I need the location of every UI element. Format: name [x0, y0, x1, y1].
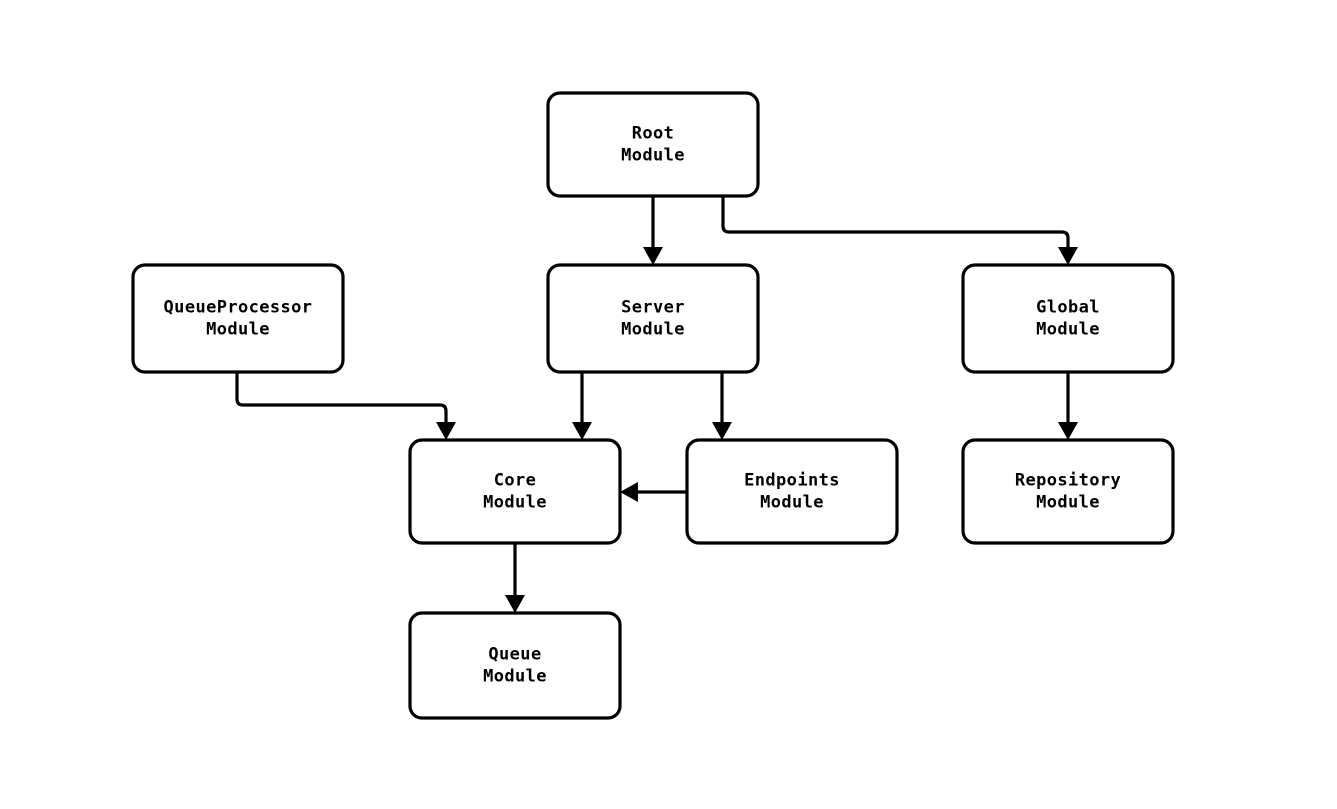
- edges-layer: [235, 196, 1078, 613]
- edge-root-to-server: [643, 196, 663, 265]
- arrowhead-icon: [620, 482, 638, 502]
- node-box[interactable]: [408, 438, 622, 545]
- node-label-line1: Queue: [488, 645, 541, 665]
- nodes-layer: RootModuleQueueProcessorModuleServerModu…: [131, 91, 1175, 720]
- arrowhead-icon: [436, 422, 456, 440]
- arrowhead-icon: [572, 422, 592, 440]
- edge-endpoints-to-core: [620, 482, 687, 502]
- node-label-line1: Core: [494, 471, 537, 491]
- node-box[interactable]: [685, 438, 899, 545]
- node-box[interactable]: [961, 263, 1175, 374]
- arrowhead-icon: [1058, 422, 1078, 440]
- node-label-line1: Endpoints: [744, 471, 840, 491]
- node-label-line2: Module: [483, 493, 547, 513]
- node-label-line1: QueueProcessor: [164, 298, 313, 318]
- edge-core-to-queue: [505, 543, 525, 613]
- node-label-line1: Repository: [1015, 471, 1121, 491]
- edge-line: [721, 196, 1070, 256]
- node-label-line2: Module: [1036, 320, 1100, 340]
- node-label-line2: Module: [1036, 493, 1100, 513]
- node-label-line1: Server: [621, 298, 685, 318]
- node-box[interactable]: [131, 263, 345, 374]
- node-label-line2: Module: [760, 493, 824, 513]
- edge-global-to-repository: [1058, 372, 1078, 440]
- node-box[interactable]: [546, 91, 760, 198]
- node-label-line1: Global: [1036, 298, 1100, 318]
- node-label-line2: Module: [621, 146, 685, 166]
- edge-line: [235, 372, 448, 431]
- arrowhead-icon: [1058, 247, 1078, 265]
- arrowhead-icon: [643, 247, 663, 265]
- node-label-line2: Module: [621, 320, 685, 340]
- node-box[interactable]: [546, 263, 760, 374]
- edge-queueprocessor-to-core: [235, 372, 456, 440]
- edge-server-to-core: [572, 372, 592, 440]
- arrowhead-icon: [712, 422, 732, 440]
- node-label-line2: Module: [206, 320, 270, 340]
- node-label-line2: Module: [483, 667, 547, 687]
- arrowhead-icon: [505, 595, 525, 613]
- edge-server-to-endpoints: [712, 372, 732, 440]
- node-box[interactable]: [961, 438, 1175, 545]
- node-label-line1: Root: [632, 124, 675, 144]
- node-box[interactable]: [408, 611, 622, 720]
- edge-root-to-global: [721, 196, 1078, 265]
